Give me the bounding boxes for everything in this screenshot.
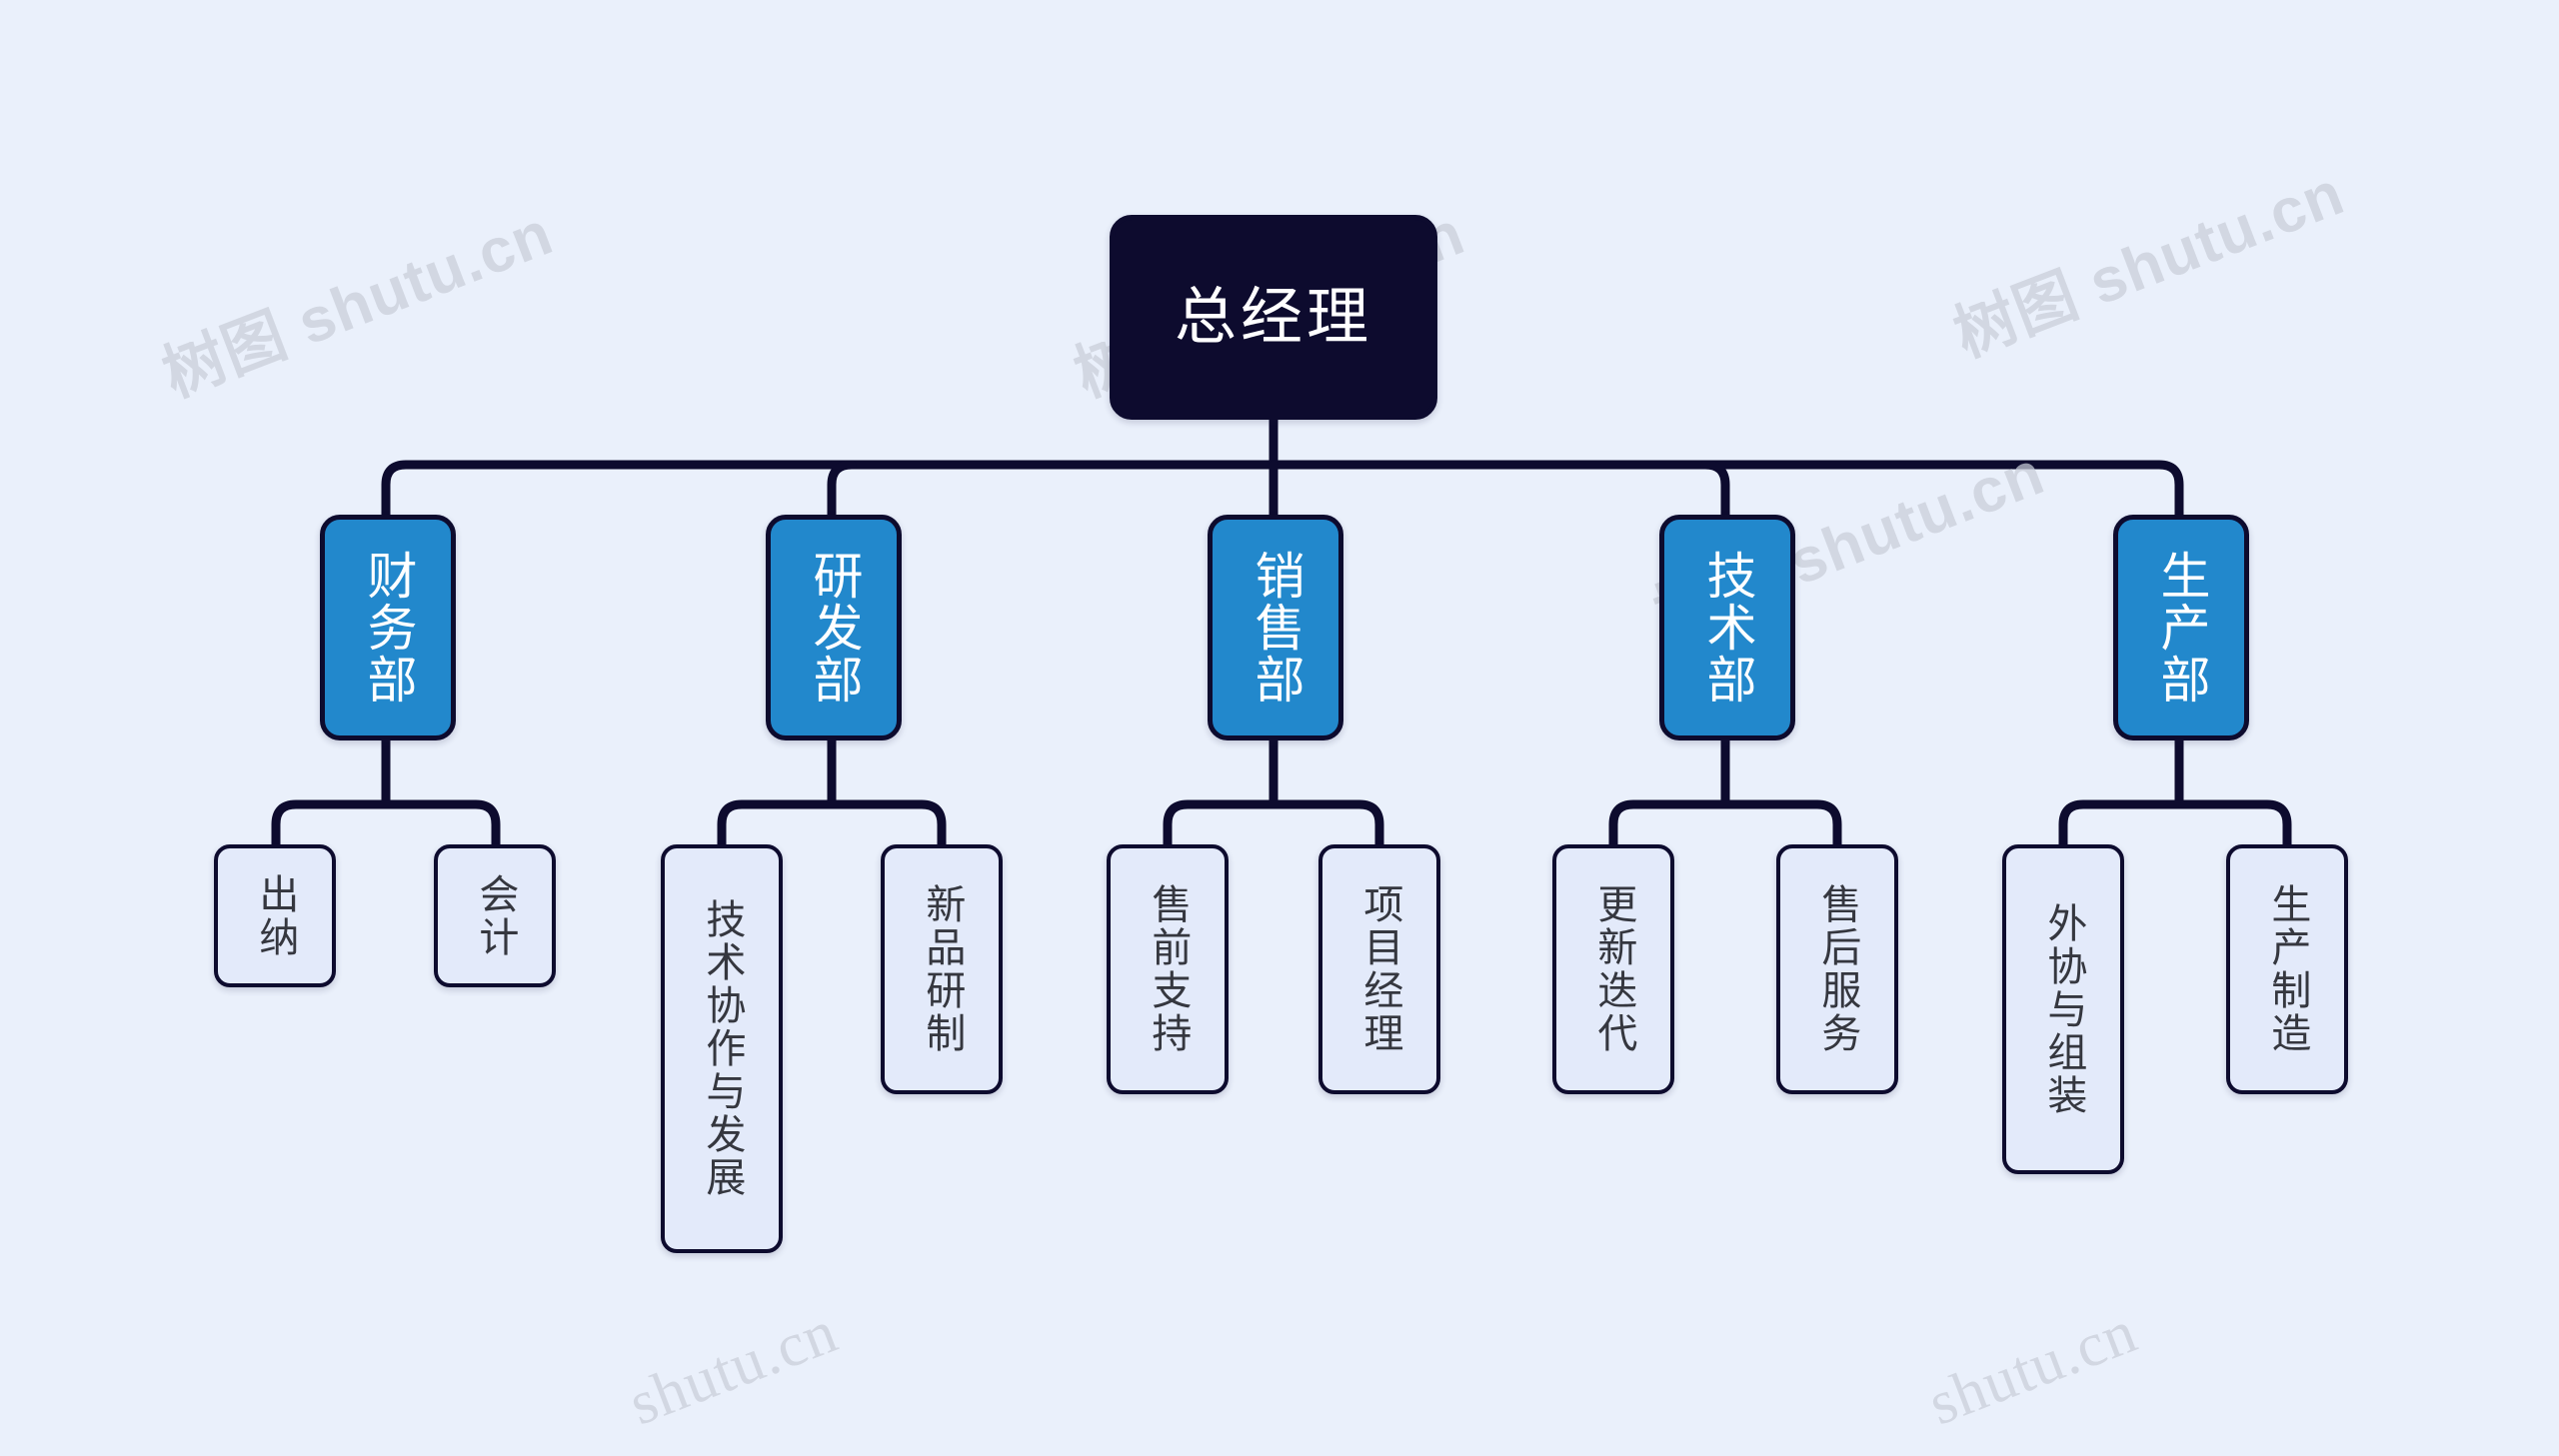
node-presales-support[interactable]: 售前支持 — [1107, 844, 1229, 1094]
node-update-iteration[interactable]: 更新迭代 — [1552, 844, 1674, 1094]
node-sales-department[interactable]: 销售部 — [1208, 515, 1343, 740]
node-technical-department[interactable]: 技术部 — [1659, 515, 1795, 740]
node-accountant[interactable]: 会计 — [434, 844, 556, 987]
node-outsourcing-assembly[interactable]: 外协与组装 — [2002, 844, 2124, 1174]
node-label: 技术部 — [1699, 550, 1756, 706]
node-label: 总经理 — [1174, 282, 1372, 352]
node-label: 销售部 — [1248, 550, 1304, 706]
node-rd-department[interactable]: 研发部 — [766, 515, 902, 740]
node-finance-department[interactable]: 财务部 — [320, 515, 456, 740]
node-label: 研发部 — [806, 550, 863, 706]
edge-tech-children — [1608, 799, 1842, 849]
node-production-manufacturing[interactable]: 生产制造 — [2226, 844, 2348, 1094]
edge-sales-children — [1163, 799, 1384, 849]
node-aftersales-service[interactable]: 售后服务 — [1776, 844, 1898, 1094]
edge-root-to-departments — [381, 460, 2184, 522]
edge-finance-children — [271, 799, 501, 849]
node-production-department[interactable]: 生产部 — [2113, 515, 2249, 740]
node-label: 外协与组装 — [2041, 901, 2086, 1117]
node-label: 出纳 — [253, 872, 298, 959]
node-general-manager[interactable]: 总经理 — [1110, 215, 1437, 420]
edge-rd-children — [717, 799, 947, 849]
node-technical-collaboration-development[interactable]: 技术协作与发展 — [661, 844, 783, 1253]
node-project-manager[interactable]: 项目经理 — [1318, 844, 1440, 1094]
node-label: 财务部 — [360, 550, 417, 706]
node-label: 生产制造 — [2265, 883, 2310, 1055]
node-label: 新品研制 — [920, 883, 965, 1055]
node-label: 技术协作与发展 — [700, 898, 745, 1199]
node-label: 更新迭代 — [1591, 883, 1636, 1055]
node-label: 生产部 — [2153, 550, 2210, 706]
node-label: 售后服务 — [1815, 883, 1860, 1055]
node-new-product-development[interactable]: 新品研制 — [881, 844, 1003, 1094]
edge-bus-drop-tech — [1700, 460, 1730, 522]
edge-bus-drop-rd — [827, 460, 857, 522]
node-label: 售前支持 — [1146, 883, 1191, 1055]
edge-production-children — [2058, 799, 2292, 849]
node-cashier[interactable]: 出纳 — [214, 844, 336, 987]
node-label: 项目经理 — [1357, 883, 1402, 1055]
node-label: 会计 — [473, 872, 518, 959]
